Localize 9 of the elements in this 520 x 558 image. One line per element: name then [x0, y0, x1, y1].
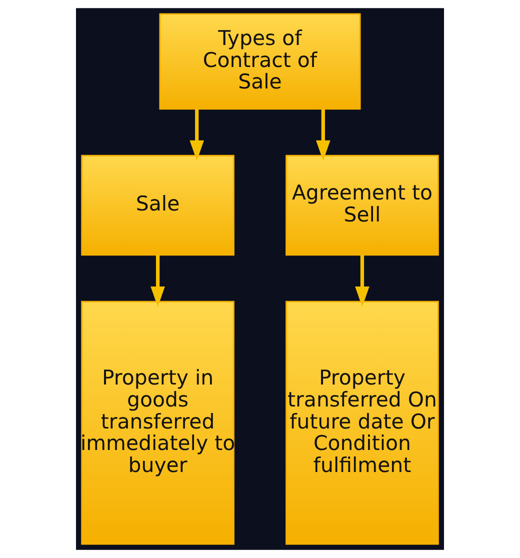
- node-box: Types of Contract of Sale: [159, 13, 361, 110]
- arrow: [150, 255, 165, 307]
- arrow: [190, 108, 204, 161]
- arrow: [316, 108, 330, 161]
- node-box: Agreement to Sell: [286, 154, 439, 256]
- node-box: Sale: [81, 154, 234, 256]
- node-box: Property in goods transferred immediately to buyer: [81, 300, 234, 545]
- node-box: Property transferred On future date Or Condition fulfilment: [286, 300, 439, 545]
- arrow: [355, 255, 370, 307]
